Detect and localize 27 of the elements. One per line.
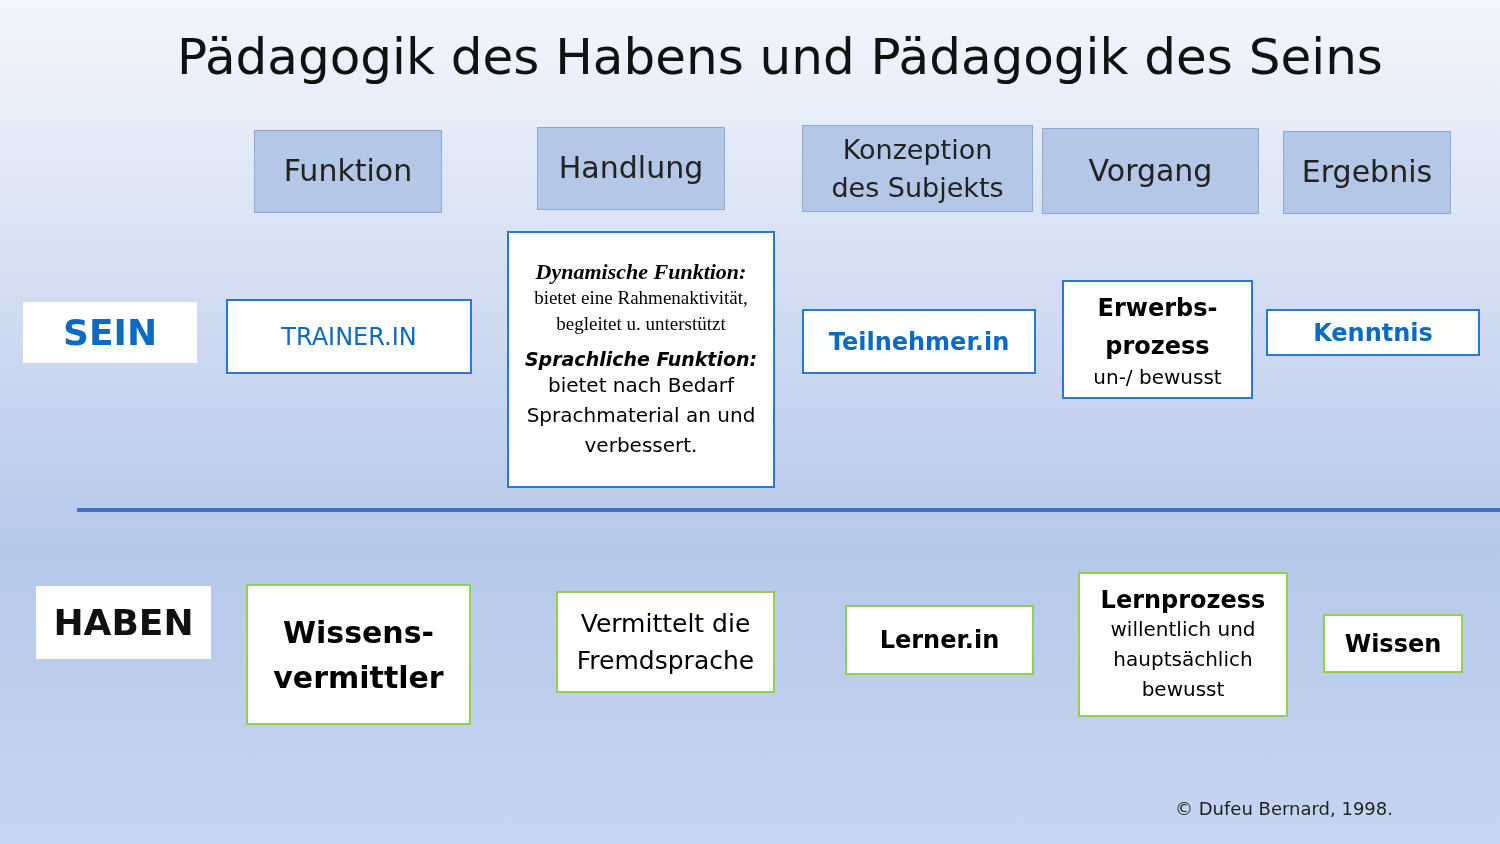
- box-heading: Erwerbs- prozess: [1096, 293, 1219, 362]
- role-box: Teilnehmer.in: [802, 309, 1036, 374]
- box-heading: Sprachliche Funktion:: [524, 348, 758, 371]
- header-box: Handlung: [537, 127, 725, 210]
- result-box: Kenntnis: [1266, 309, 1480, 356]
- role-box: TRAINER.IN: [226, 299, 472, 374]
- box-text: un-/ bewusst: [1093, 364, 1222, 389]
- role-box: Lerner.in: [845, 605, 1034, 675]
- result-box: Wissen: [1323, 614, 1463, 673]
- header-box: Vorgang: [1042, 128, 1259, 214]
- box-text: bietet nach Bedarf Sprachmaterial an und verbessert.: [525, 372, 757, 460]
- row-label: SEIN: [23, 302, 197, 363]
- header-box: Funktion: [254, 130, 442, 213]
- title: Pädagogik des Habens und Pädagogik des Seins: [176, 28, 1384, 86]
- header-box: Konzeption des Subjekts: [802, 125, 1033, 212]
- header-box: Ergebnis: [1283, 131, 1451, 214]
- box-heading: Dynamische Funktion:: [535, 258, 747, 285]
- description-box: [507, 231, 775, 488]
- description-box: Vermittelt die Fremdsprache: [556, 591, 775, 693]
- copyright-note: © Dufeu Bernard, 1998.: [1175, 798, 1393, 819]
- box-heading: Lernprozess: [1100, 585, 1266, 614]
- box-text: bietet eine Rahmenaktivität, begleitet u. unterstützt: [533, 285, 749, 336]
- row-label: HABEN: [36, 586, 211, 659]
- role-box: Wissens- vermittler: [246, 584, 471, 725]
- process-box: [1062, 280, 1253, 399]
- box-text: willentlich und hauptsächlich bewusst: [1109, 615, 1257, 703]
- process-box: [1078, 572, 1288, 717]
